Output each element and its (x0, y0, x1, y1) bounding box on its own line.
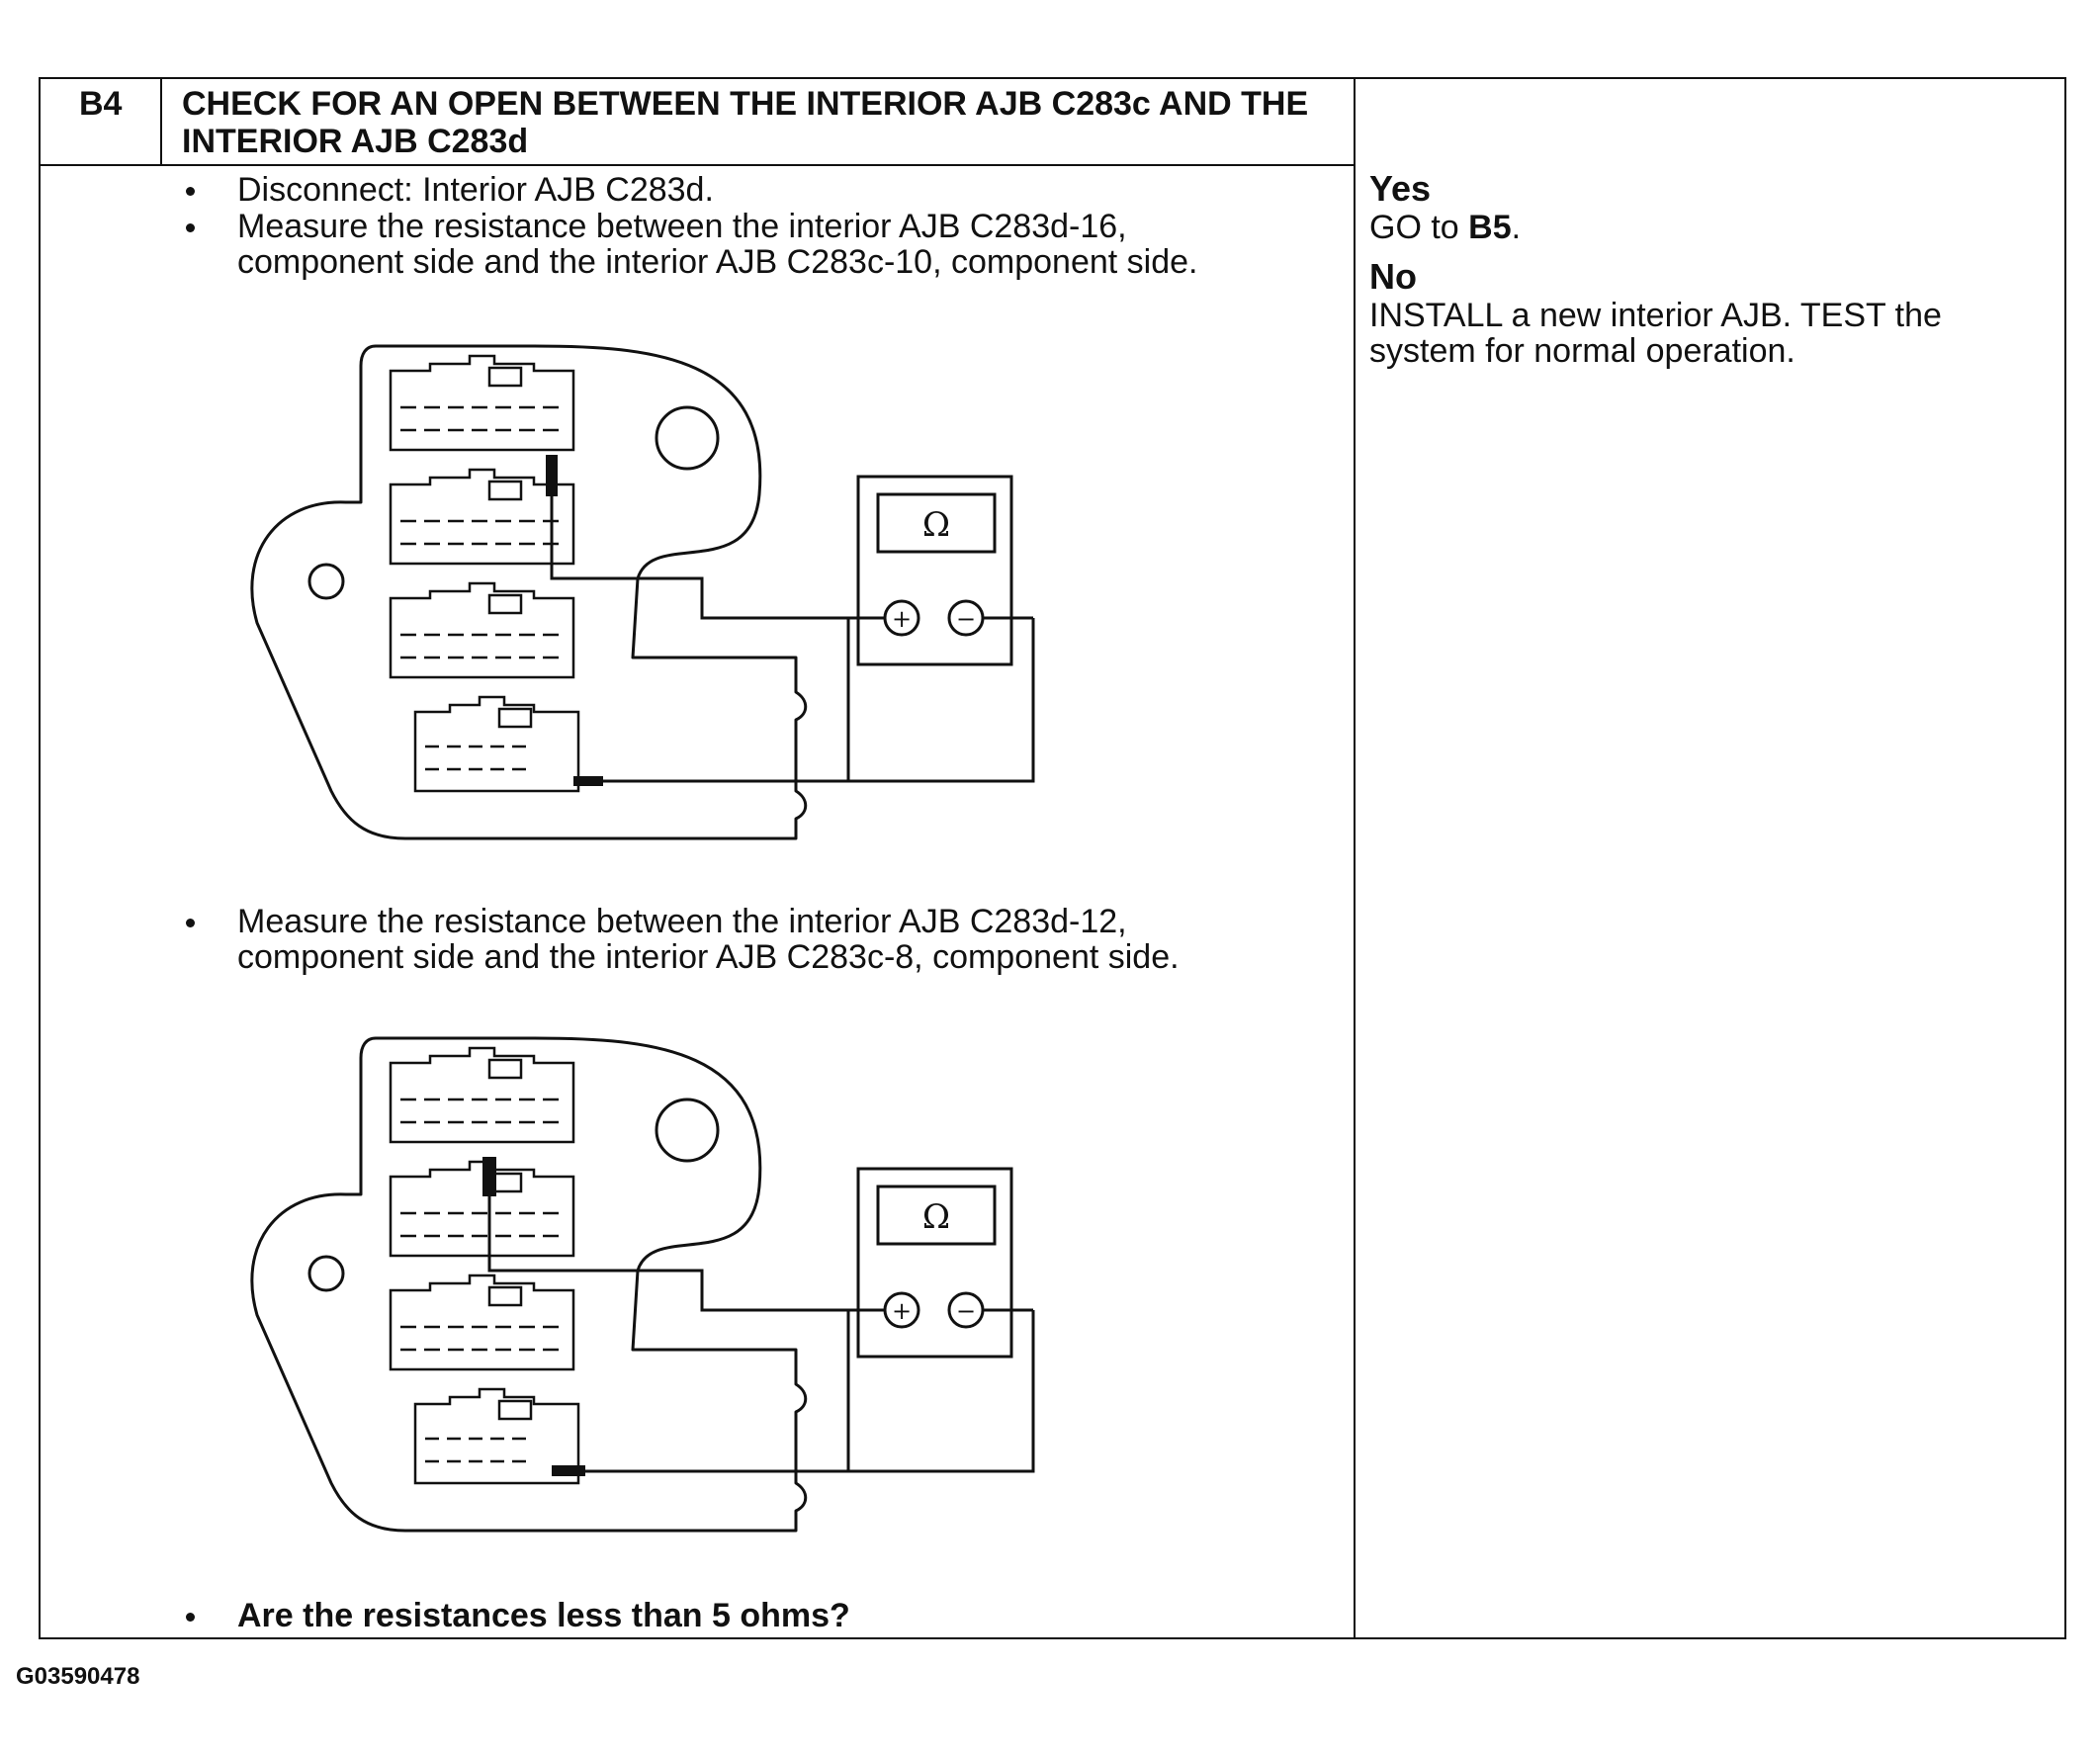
bullet-dot (186, 223, 195, 232)
connector-c283a (389, 1046, 575, 1144)
diagram-measure-c283d-12: Ω + − (250, 1036, 1035, 1533)
yes-action: GO to B5. (1369, 210, 2052, 245)
yes-action-suffix: . (1511, 209, 1522, 246)
bullet-dot (186, 187, 195, 196)
connector-c283c (389, 468, 575, 566)
probe-lead-positive (487, 1157, 870, 1312)
header-divider (39, 164, 1356, 166)
plus-symbol: + (892, 605, 912, 633)
yes-action-prefix: GO to (1369, 209, 1469, 246)
probe-lead-positive (550, 455, 870, 620)
connector-c283c (389, 1160, 575, 1258)
bullet-dot (186, 1613, 195, 1622)
column-divider-id (160, 77, 162, 166)
column-divider-results (1354, 77, 1356, 1639)
instruction-disconnect: Disconnect: Interior AJB C283d. (237, 171, 714, 209)
connector-c283a (389, 354, 575, 452)
connector-c283d (413, 1387, 580, 1485)
probe-tip-c283d (552, 1465, 585, 1476)
no-label: No (1369, 256, 1417, 297)
connector-c283d (413, 695, 580, 793)
ajb-housing-outline (250, 344, 808, 840)
bullet-dot (186, 919, 195, 927)
instruction-measure-1: Measure the resistance between the inter… (237, 208, 1198, 281)
minus-symbol: − (956, 1297, 976, 1325)
yes-action-target: B5 (1468, 209, 1512, 246)
step-table (39, 77, 2066, 1639)
probe-lead-negative (603, 616, 850, 783)
diagram-measure-c283d-16: Ω + − (250, 344, 1035, 840)
ajb-housing-outline (250, 1036, 808, 1533)
mounting-hole-left (307, 563, 345, 600)
probe-lead-negative (564, 1308, 850, 1473)
ohm-symbol: Ω (922, 1197, 950, 1237)
plus-symbol: + (892, 1297, 912, 1325)
probe-tip-c283d (573, 776, 603, 786)
probe-tip-c283c (482, 1157, 496, 1196)
probe-tip-c283c (546, 455, 558, 496)
mounting-hole-left (307, 1255, 345, 1292)
mounting-hole-right (655, 405, 720, 471)
figure-code: G03590478 (16, 1663, 140, 1690)
step-id: B4 (79, 85, 123, 123)
no-action: INSTALL a new interior AJB. TEST the sys… (1369, 297, 1942, 370)
connector-c283b (389, 1274, 575, 1371)
step-title: CHECK FOR AN OPEN BETWEEN THE INTERIOR A… (182, 85, 1309, 160)
question: Are the resistances less than 5 ohms? (237, 1597, 850, 1634)
connector-c283b (389, 581, 575, 679)
yes-label: Yes (1369, 168, 1432, 209)
mounting-hole-right (655, 1098, 720, 1163)
minus-symbol: − (956, 605, 976, 633)
ohm-symbol: Ω (922, 505, 950, 545)
instruction-measure-2: Measure the resistance between the inter… (237, 903, 1180, 976)
